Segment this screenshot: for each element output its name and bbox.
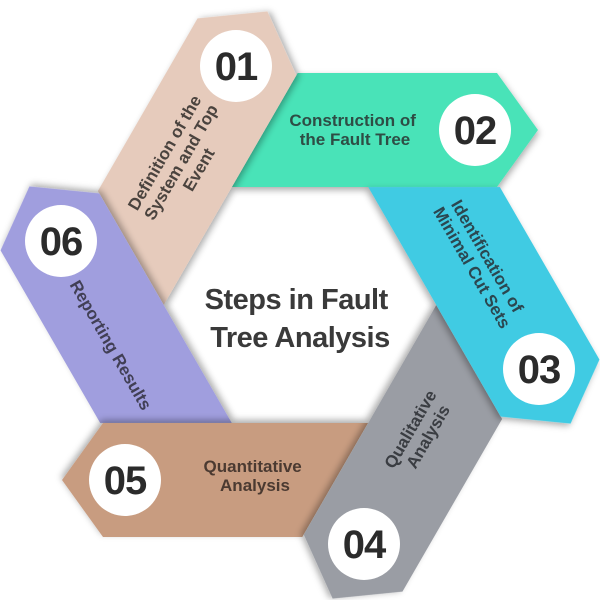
diagram-title-line2: Tree Analysis: [210, 322, 389, 354]
step-06-number: 06: [40, 220, 83, 264]
step-01-number: 01: [215, 45, 258, 89]
diagram-title-line1: Steps in Fault: [205, 284, 389, 316]
step-05-label: Quantitative Analysis: [204, 457, 307, 495]
step-05-number-circle: [89, 444, 161, 516]
step-05-label-line2: Analysis: [220, 476, 290, 495]
step-02-number: 02: [454, 109, 497, 153]
step-04-number-circle: [328, 508, 400, 580]
step-05-number: 05: [104, 459, 147, 503]
step-05-label-line1: Quantitative: [204, 457, 302, 476]
step-02-label: Construction of the Fault Tree: [289, 111, 420, 149]
step-02-number-circle: [439, 94, 511, 166]
step-02-label-line2: the Fault Tree: [300, 130, 411, 149]
step-01-number-circle: [200, 30, 272, 102]
step-03-number-circle: [503, 333, 575, 405]
step-02-label-line1: Construction of: [289, 111, 416, 130]
diagram-title: Steps in Fault Tree Analysis: [205, 284, 396, 354]
step-04-number: 04: [343, 523, 387, 567]
step-06-number-circle: [25, 205, 97, 277]
step-03-number: 03: [518, 348, 561, 392]
